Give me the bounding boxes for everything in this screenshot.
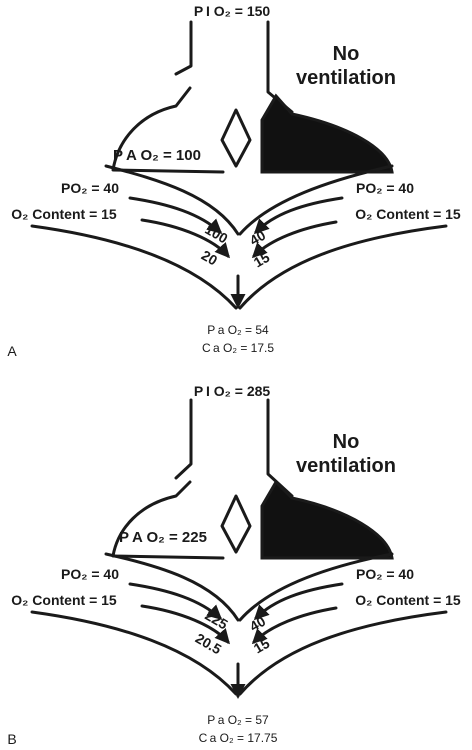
no-ventilation-line1-a: No — [333, 43, 360, 65]
pio2-label-b: P I O₂ = 285 — [194, 383, 271, 399]
vessel-right-lower-b — [238, 610, 448, 696]
panel-a: P I O₂ = 150 No ventilation P A O₂ = 100… — [7, 3, 461, 359]
left-po2-label-a: PO₂ = 40 — [61, 180, 119, 196]
right-o2-content-label-a: O₂ Content = 15 — [355, 206, 461, 222]
alveolar-po2-label-a: P A O₂ = 100 — [113, 147, 201, 164]
vessel-right-lower-a — [238, 224, 448, 310]
airway-a — [111, 20, 394, 174]
panel-b: P I O₂ = 285 No ventilation P A O₂ = 225… — [7, 383, 461, 747]
left-value-2-a: 20 — [199, 247, 221, 269]
arrow-left-2-b — [140, 604, 230, 645]
right-po2-label-a: PO₂ = 40 — [356, 180, 414, 196]
vessel-left-lower-b — [30, 610, 238, 696]
panel-letter-b: B — [7, 731, 16, 747]
right-value-2-a: 15 — [251, 249, 273, 271]
arrow-left-1-b — [128, 582, 223, 621]
vessel-right-upper-b — [238, 552, 394, 622]
arrow-left-1-a — [128, 196, 223, 235]
panel-letter-a: A — [7, 343, 17, 359]
left-o2-content-label-a: O₂ Content = 15 — [11, 206, 117, 222]
left-value-1-a: 100 — [202, 221, 230, 247]
right-po2-label-b: PO₂ = 40 — [356, 566, 414, 582]
arterial-o2-content-label-a: C a O₂ = 17.5 — [202, 341, 274, 355]
left-po2-label-b: PO₂ = 40 — [61, 566, 119, 582]
right-value-2-b: 15 — [251, 635, 273, 657]
vessel-left-lower-a — [30, 224, 238, 310]
arterial-po2-label-b: P a O₂ = 57 — [207, 713, 269, 727]
right-o2-content-label-b: O₂ Content = 15 — [355, 592, 461, 608]
vessel-left-upper-a — [104, 164, 240, 236]
no-ventilation-line2-a: ventilation — [296, 67, 396, 89]
vessel-left-upper-b — [104, 552, 240, 622]
right-value-1-a: 40 — [247, 227, 269, 249]
arterial-po2-label-a: P a O₂ = 54 — [207, 323, 269, 337]
no-ventilation-line2-b: ventilation — [296, 455, 396, 477]
alveolar-po2-label-b: P A O₂ = 225 — [119, 529, 207, 546]
left-value-1-b: 225 — [202, 607, 230, 633]
arrow-left-2-a — [140, 218, 230, 259]
arrow-right-2-b — [251, 606, 338, 645]
right-value-1-b: 40 — [247, 613, 269, 635]
arterial-o2-content-label-b: C a O₂ = 17.75 — [199, 731, 278, 745]
pio2-label-a: P I O₂ = 150 — [194, 3, 271, 19]
vessel-right-upper-a — [238, 164, 394, 236]
no-ventilation-line1-b: No — [333, 431, 360, 453]
arrow-right-1-a — [253, 196, 344, 235]
left-o2-content-label-b: O₂ Content = 15 — [11, 592, 117, 608]
arrow-right-1-b — [253, 582, 344, 621]
airway-b — [111, 398, 394, 560]
arrow-right-2-a — [251, 220, 338, 259]
